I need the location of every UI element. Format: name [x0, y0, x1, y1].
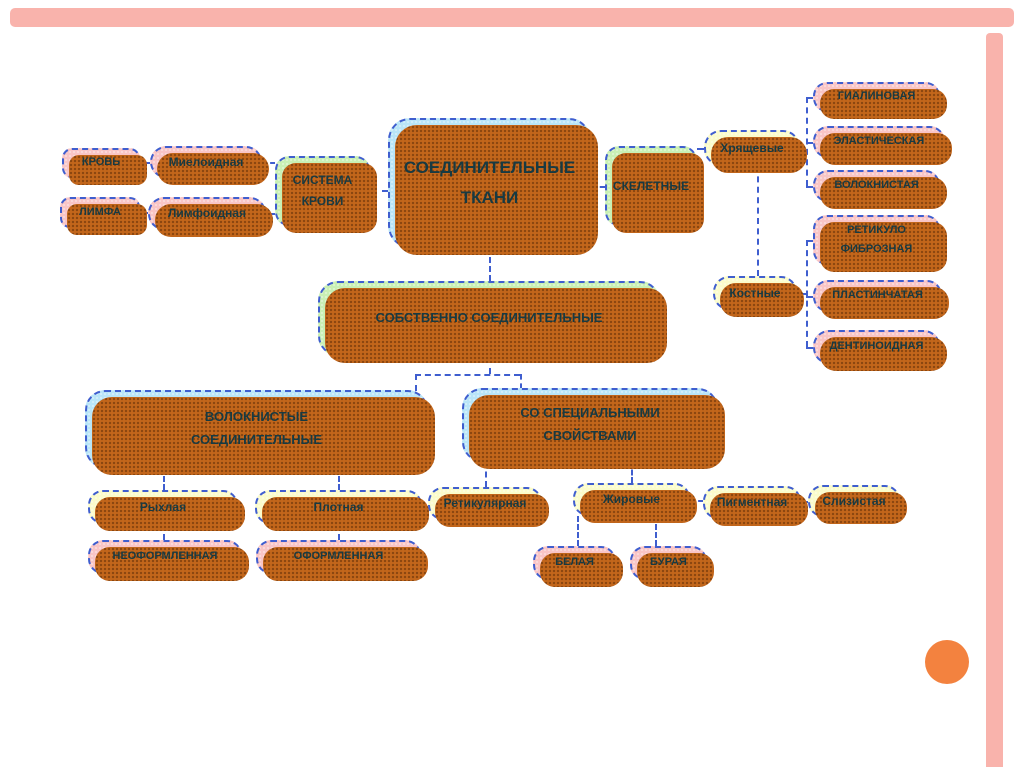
connector-line [338, 524, 340, 540]
node-voloknistaya: ВОЛОКНИСТАЯ [813, 170, 940, 202]
node-retikulo-fibroznaya: РЕТИКУЛО ФИБРОЗНАЯ [813, 215, 940, 265]
node-label: Рыхлая [139, 499, 187, 514]
node-skeletnye: СКЕЛЕТНЫЕ [605, 146, 697, 226]
connector-line [806, 347, 813, 349]
connector-line [262, 162, 275, 164]
node-label: ВОЛОКНИСТАЯ [834, 179, 919, 192]
node-voloknistye-soedinitelnye: ВОЛОКНИСТЫЕ СОЕДИНИТЕЛЬНЫЕ [85, 390, 428, 468]
node-label: СОЕДИНИТЕЛЬНЫЕ [403, 158, 576, 178]
node-sistema-krovi: СИСТЕМА КРОВИ [275, 156, 370, 226]
connector-line [415, 374, 520, 376]
connector-line [577, 516, 579, 546]
node-slizistaya: Слизистая [808, 485, 900, 517]
connector-line [370, 190, 388, 192]
node-label: БУРАЯ [650, 556, 687, 569]
node-oformlennaya: ОФОРМЛЕННАЯ [256, 540, 421, 574]
node-plastinchataya: ПЛАСТИНЧАТАЯ [813, 280, 942, 312]
node-label: Слизистая [822, 493, 886, 508]
connector-line [806, 240, 813, 242]
node-plotnaya: Плотная [255, 490, 422, 524]
node-label: СО СПЕЦИАЛЬНЫМИ [520, 405, 660, 421]
node-soedinitelnye-tkani: СОЕДИНИТЕЛЬНЫЕ ТКАНИ [388, 118, 591, 248]
connector-line [655, 516, 657, 546]
node-label: ТКАНИ [460, 188, 519, 207]
node-krov: КРОВЬ [62, 148, 140, 178]
connector-line [338, 468, 340, 490]
node-neoformlennaya: НЕОФОРМЛЕННАЯ [88, 540, 242, 574]
connector-line [806, 97, 808, 186]
node-zhirovye: Жировые [573, 483, 690, 516]
accent-circle [925, 640, 969, 684]
connector-line [806, 296, 813, 298]
connector-line [163, 468, 165, 490]
connector-line [757, 166, 759, 276]
connector-line [485, 462, 487, 487]
connector-line [806, 142, 813, 144]
node-label: СКЕЛЕТНЫЕ [612, 178, 690, 193]
node-label: Плотная [313, 499, 364, 514]
node-label: РЕТИКУЛО [847, 223, 906, 236]
node-label: ОФОРМЛЕННАЯ [293, 550, 384, 563]
connector-line [806, 186, 813, 188]
node-label: Хрящевые [720, 140, 784, 155]
node-label: ЛИМФА [79, 205, 121, 218]
node-label: СВОЙСТВАМИ [543, 428, 637, 443]
node-ryhlaya: Рыхлая [88, 490, 238, 524]
connector-line [631, 462, 633, 483]
connector-line [520, 374, 522, 389]
connector-line [697, 148, 704, 150]
top-accent-bar [10, 8, 1014, 27]
node-dentinoidnaya: ДЕНТИНОИДНАЯ [813, 330, 940, 364]
node-label: Пигментная [716, 495, 788, 509]
node-label: НЕОФОРМЛЕННАЯ [112, 550, 218, 563]
node-mieloidnaya: Миелоидная [150, 146, 262, 178]
node-label: ЭЛАСТИЧЕСКАЯ [833, 135, 925, 148]
connector-line [489, 248, 491, 281]
node-label: СОБСТВЕННО СОЕДИНИТЕЛЬНЫЕ [375, 310, 603, 326]
node-label: ДЕНТИНОИДНАЯ [829, 340, 924, 353]
node-pigmentnaya: Пигментная [703, 486, 801, 519]
node-label: ПЛАСТИНЧАТАЯ [832, 289, 923, 302]
connector-line [806, 97, 813, 99]
node-kostnye: Костные [713, 276, 797, 310]
connector-line [163, 524, 165, 540]
node-label: КРОВЬ [81, 156, 121, 169]
node-limfa: ЛИМФА [60, 197, 140, 228]
node-label: Жировые [602, 492, 661, 506]
node-gialinovaya: ГИАЛИНОВАЯ [813, 82, 940, 112]
node-elasticheskaya: ЭЛАСТИЧЕСКАЯ [813, 126, 945, 158]
node-limfoidnaya: Лимфоидная [148, 197, 266, 230]
node-label: Костные [729, 285, 781, 300]
node-belaya: БЕЛАЯ [533, 546, 616, 580]
connector-line [591, 186, 605, 188]
node-buraya: БУРАЯ [630, 546, 707, 580]
node-label: ВОЛОКНИСТЫЕ [204, 409, 309, 425]
node-label: ФИБРОЗНАЯ [840, 243, 913, 255]
node-label: БЕЛАЯ [555, 556, 594, 569]
node-label: СОЕДИНИТЕЛЬНЫЕ [190, 432, 323, 447]
node-so-spetsialnymi-svoystvami: СО СПЕЦИАЛЬНЫМИ СВОЙСТВАМИ [462, 388, 718, 462]
node-label: Миелоидная [168, 154, 244, 169]
connector-line [415, 374, 417, 391]
connector-line [806, 240, 808, 347]
right-accent-bar [986, 33, 1003, 767]
node-label: ГИАЛИНОВАЯ [837, 90, 916, 103]
node-label: СИСТЕМА [292, 173, 353, 187]
node-label: Лимфоидная [167, 206, 247, 220]
node-label: Ретикулярная [443, 496, 527, 510]
node-hryashchevye: Хрящевые [704, 130, 800, 166]
node-sobstvenno-soedinitelnye: СОБСТВЕННО СОЕДИНИТЕЛЬНЫЕ [318, 281, 660, 356]
node-label: КРОВИ [301, 194, 344, 208]
node-retikulyarnaya: Ретикулярная [428, 487, 542, 520]
connector-line [489, 356, 491, 374]
